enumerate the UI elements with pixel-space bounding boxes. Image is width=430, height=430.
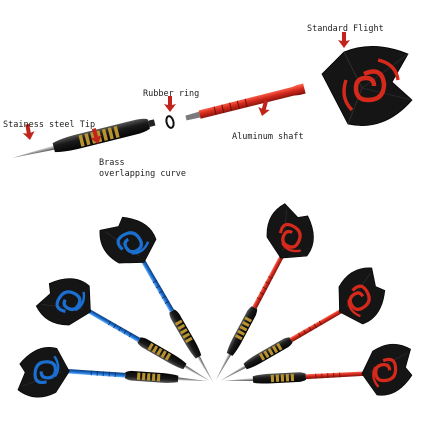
- dart-fan: [18, 201, 413, 409]
- rubber-ring-label: Rubber ring: [143, 89, 200, 99]
- brass-label-line-2: overlapping curve: [99, 169, 186, 179]
- aluminum-shaft: [185, 83, 306, 121]
- blue-dart: [33, 267, 221, 405]
- aluminum-shaft-label: Aluminum shaft: [232, 132, 304, 142]
- red-dart: [223, 343, 413, 403]
- standard-flight: [321, 46, 413, 126]
- brass-curve-label: Brass overlapping curve: [99, 158, 186, 180]
- stainless-steel-tip-label: Stainess steel Tip: [3, 120, 96, 130]
- standard-flight-label: Standard Flight: [307, 24, 384, 34]
- exploded-dart: [12, 46, 413, 158]
- blue-dart: [95, 208, 233, 396]
- rubber-ring: [165, 115, 175, 129]
- brass-label-line-1: Brass: [99, 158, 125, 168]
- blue-dart: [18, 345, 209, 409]
